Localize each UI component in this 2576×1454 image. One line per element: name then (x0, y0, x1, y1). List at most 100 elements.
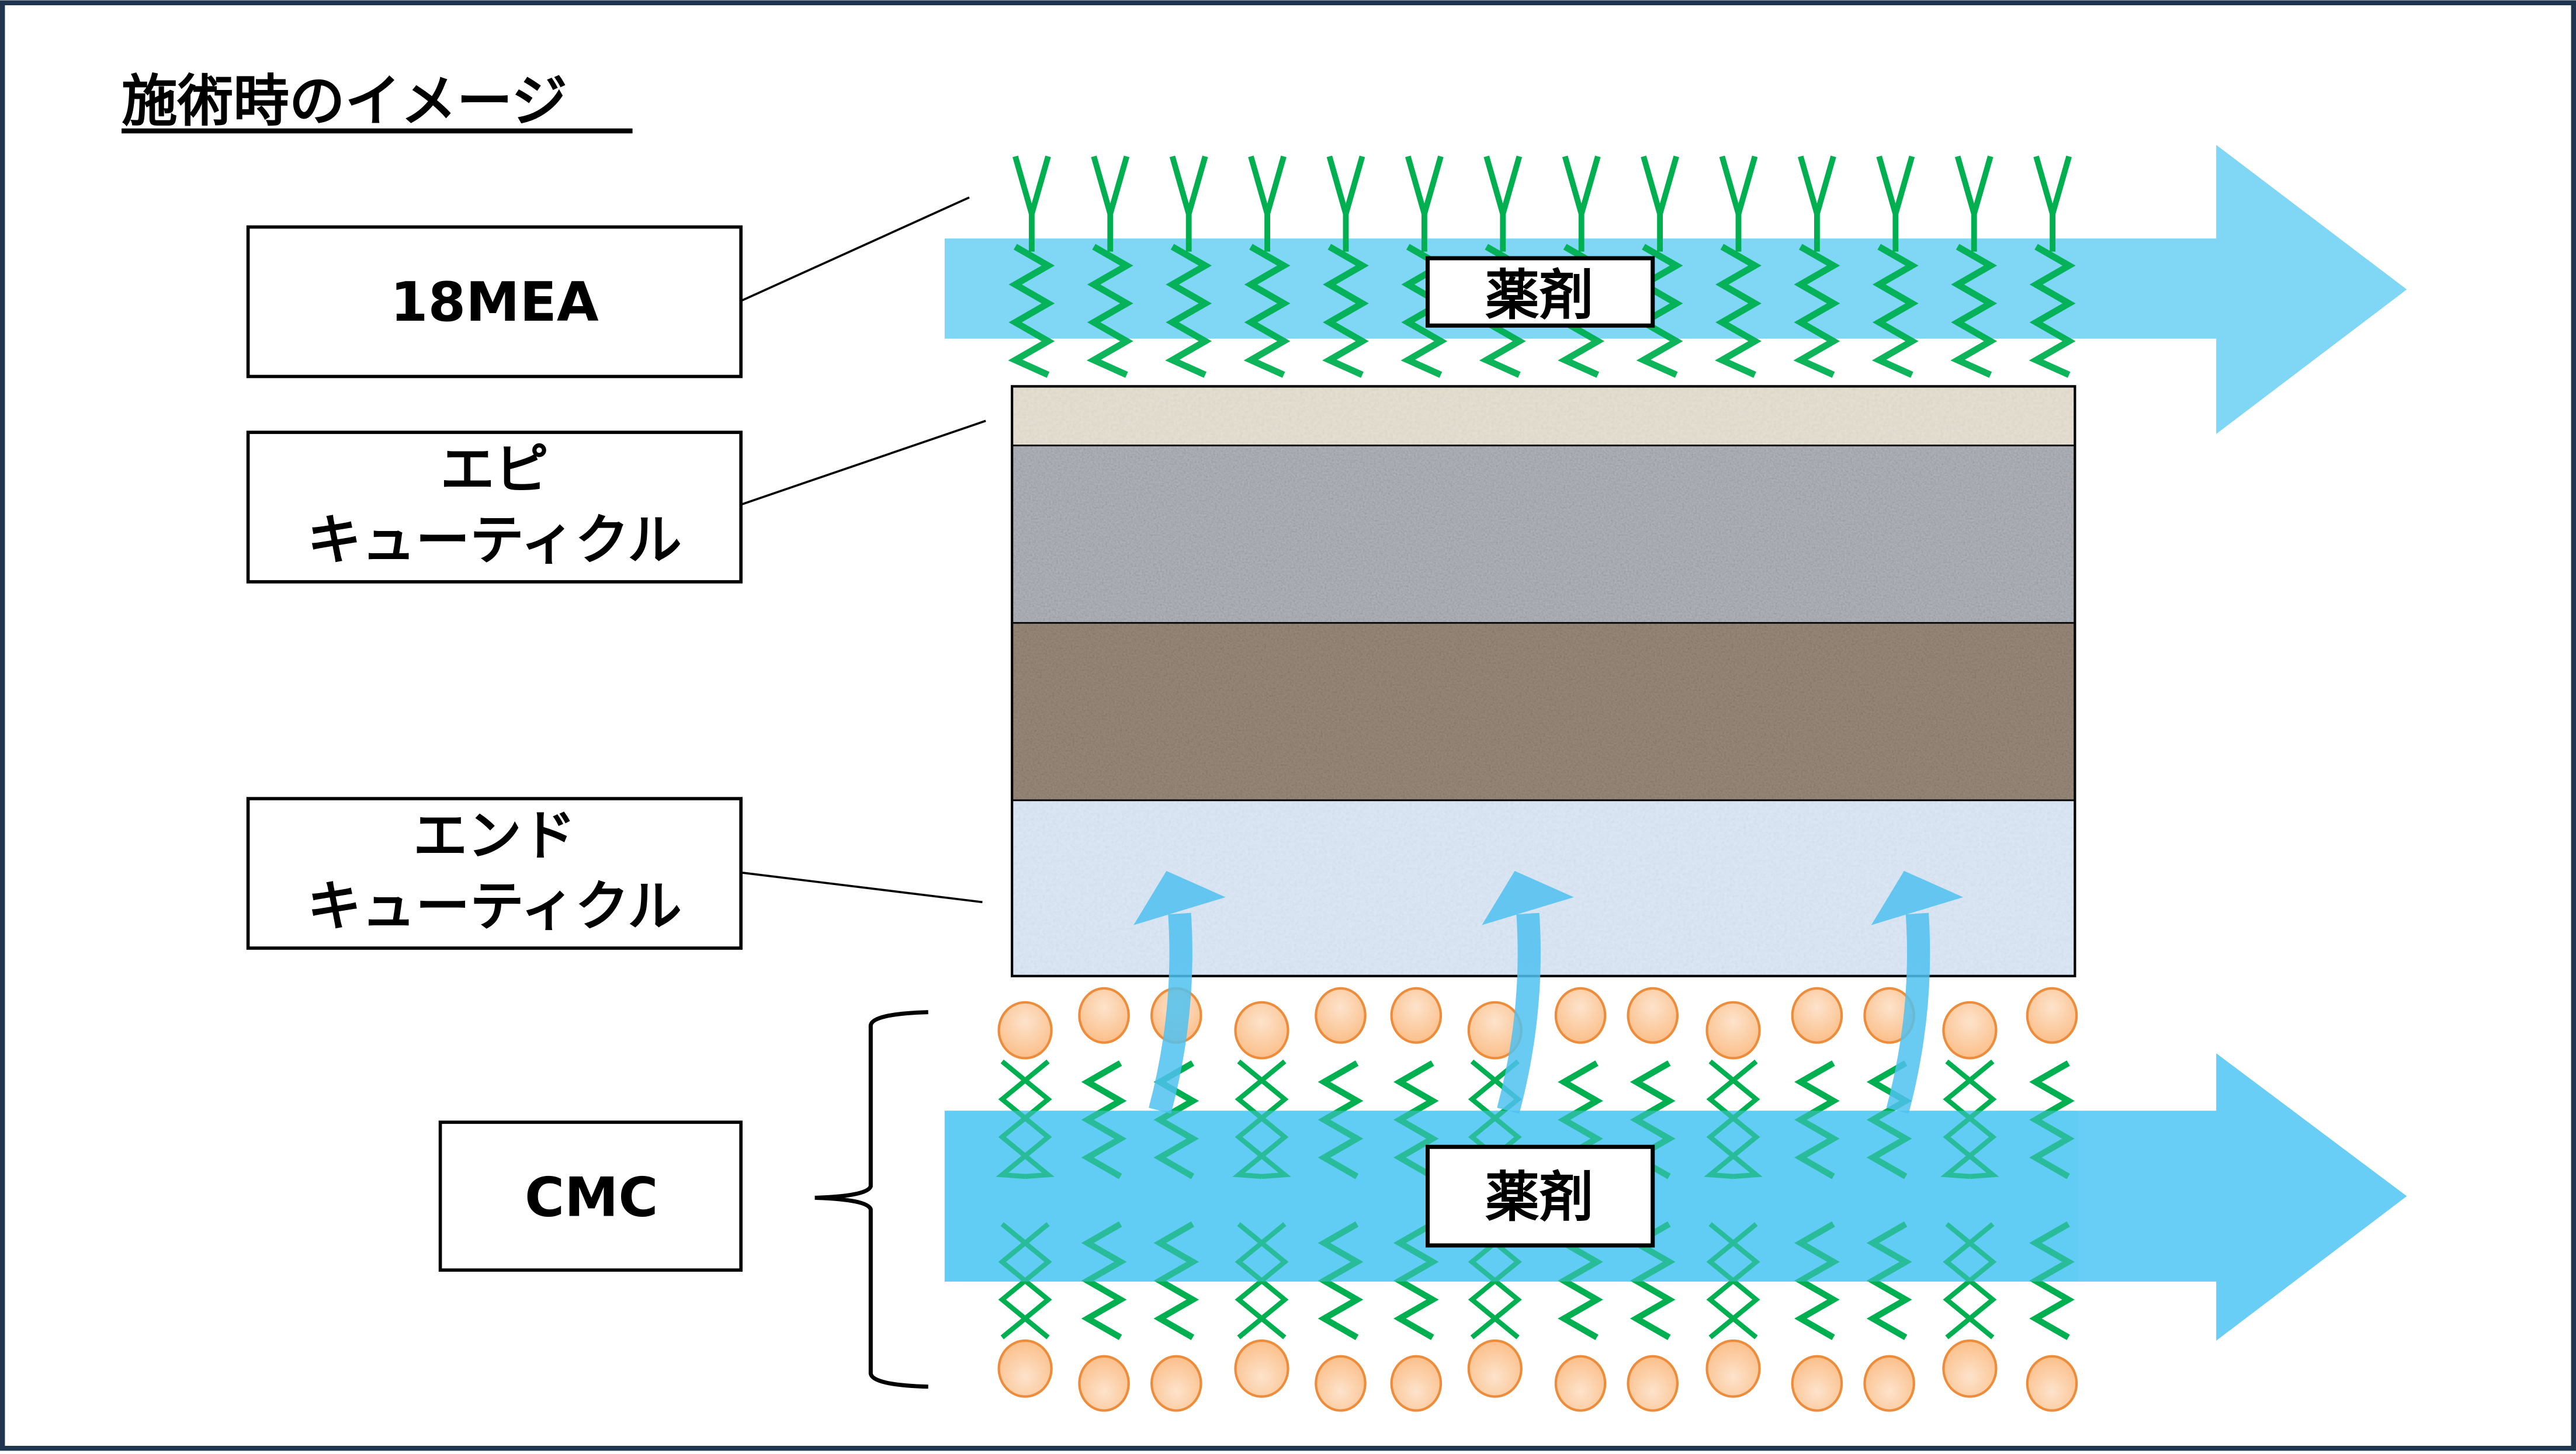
mea-chain (1715, 244, 1762, 378)
lipid-chain-lower (1318, 1221, 1364, 1341)
lipid-chain-lower (1866, 1221, 1912, 1341)
mea-molecule (1008, 155, 1055, 378)
mea-head (1091, 155, 1130, 252)
lipid-head-lower (1150, 1355, 1202, 1412)
lipid-chain-upper-a (1704, 1059, 1738, 1179)
cmc-lipid (1554, 987, 1607, 1412)
cmc-brace (814, 1010, 928, 1389)
mea-chain (1322, 244, 1369, 378)
lipid-head-lower (1078, 1355, 1130, 1412)
lipid-head-lower (1315, 1355, 1367, 1412)
mea-head (1798, 155, 1836, 252)
lipid-chain-upper-b (1729, 1059, 1763, 1179)
lipid-head-lower (1390, 1355, 1443, 1412)
page-title: 施術時のイメージ (122, 68, 567, 134)
mea-label-box (246, 225, 743, 379)
epicuticle-layer (1012, 386, 2075, 446)
lipid-chain-lower (1153, 1221, 1199, 1341)
lipid-head-upper (1234, 1001, 1289, 1060)
mea-head (1326, 155, 1365, 252)
lipid-chain-upper-b (1257, 1059, 1291, 1179)
cmc-lipid (1704, 1001, 1763, 1398)
lipid-chain-lower (1794, 1221, 1840, 1341)
top-agent-box (1425, 256, 1655, 328)
mea-head (2033, 155, 2072, 252)
lipid-head-lower (1705, 1339, 1761, 1398)
penetration-arrow (1871, 870, 1964, 1114)
mea-head (1719, 155, 1758, 252)
lipid-chain-upper-b (1965, 1059, 1999, 1179)
endocuticle-label-line1: エンド (413, 804, 575, 867)
mea-chain (2029, 244, 2076, 378)
lipid-head-lower (1467, 1339, 1523, 1398)
cmc-lipid (1627, 987, 1679, 1412)
cmc-lipid (1791, 987, 1843, 1412)
mea-molecule (1086, 155, 1133, 378)
penetration-arrow (1133, 870, 1226, 1114)
cortex-layer (1012, 623, 2075, 800)
lipid-chain-lower (1081, 1221, 1127, 1341)
mea-chain (1086, 244, 1133, 378)
lipid-head-upper (1791, 987, 1843, 1044)
mea-molecule (1243, 155, 1291, 378)
lipid-head-lower (1627, 1355, 1679, 1412)
top-flow-arrow (944, 145, 2407, 434)
cmc-lipid (1232, 1001, 1291, 1398)
penetration-arrow-shaft (1886, 912, 1930, 1114)
lipid-head-upper (1705, 1001, 1761, 1060)
mea-head (1562, 155, 1601, 252)
lipid-chain-upper-a (1232, 1059, 1266, 1179)
lipid-head-upper (1390, 987, 1443, 1044)
lipid-head-upper (1942, 1001, 1998, 1060)
layers-outline (1010, 385, 2076, 977)
mea-head (1405, 155, 1444, 252)
lipid-head-lower (1554, 1355, 1607, 1412)
lipid-head-lower (1791, 1355, 1843, 1412)
lipid-chain-upper (1393, 1060, 1439, 1179)
mea-chain (1793, 244, 1840, 378)
penetration-arrow (1482, 870, 1574, 1114)
lipid-head-lower (2026, 1355, 2078, 1412)
lipid-chain-lower (2029, 1221, 2075, 1341)
cmc-lipid (1940, 1001, 1999, 1398)
epicuticle-label-line2: キューティクル (307, 509, 682, 572)
lipid-chain-upper-a (996, 1059, 1029, 1179)
endocuticle-label-line2: キューティクル (307, 875, 682, 938)
lipid-chain-lower-b (1729, 1222, 1760, 1340)
lipid-chain-upper (1794, 1060, 1840, 1179)
lipid-head-lower (997, 1339, 1053, 1398)
mea-head (1169, 155, 1208, 252)
lipid-head-upper (1315, 987, 1367, 1044)
mea-molecule (1322, 155, 1369, 378)
lipid-head-upper (2026, 987, 2078, 1044)
title-underline (122, 128, 633, 134)
cmc-label-box (438, 1120, 743, 1272)
lipid-chain-upper (2029, 1060, 2075, 1179)
penetration-arrows (1133, 870, 1964, 1114)
lipid-chain-lower-b (1257, 1222, 1289, 1340)
mea-chain (1636, 244, 1683, 378)
mea-molecule (2029, 155, 2076, 378)
lipid-head-upper (1627, 987, 1679, 1044)
lipid-head-lower (1863, 1355, 1915, 1412)
penetration-arrow-head (1871, 870, 1964, 925)
mea-label: 18MEA (390, 270, 599, 334)
mea-molecule (1165, 155, 1212, 378)
mea-molecule (1793, 155, 1840, 378)
mea-head (1876, 155, 1915, 252)
mea-chain (1950, 244, 1998, 378)
mea-molecule (1950, 155, 1998, 378)
mea-leader-line (740, 196, 970, 302)
mea-head (1641, 155, 1679, 252)
lipid-head-upper (1554, 987, 1607, 1044)
penetration-arrow-head (1482, 870, 1574, 925)
lipid-chain-upper (1081, 1060, 1127, 1179)
cmc-lipid (1078, 987, 1130, 1412)
exocuticle-layer (1012, 445, 2075, 623)
penetration-arrow-shaft (1497, 912, 1541, 1114)
cmc-label: CMC (525, 1165, 658, 1229)
lipid-head-upper (997, 1001, 1053, 1060)
mea-chain (1008, 244, 1055, 378)
